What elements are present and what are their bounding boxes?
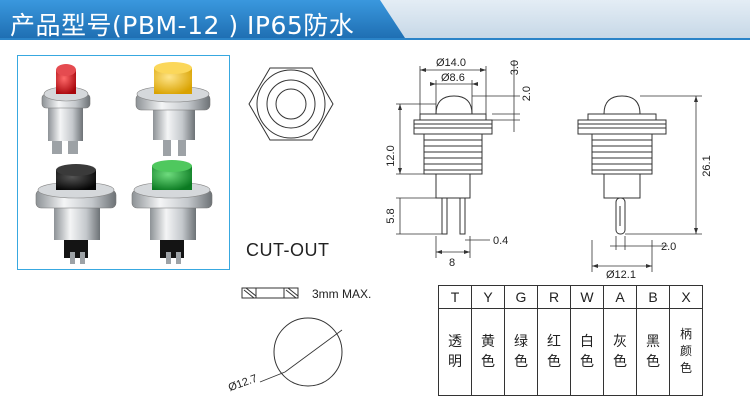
code-cell: X [669, 285, 703, 309]
dim-width-8: 8 [449, 257, 455, 269]
front-view-arrowheads [398, 68, 486, 254]
side-view-dimension-lines [591, 95, 702, 272]
dim-hole-12-7: Ø12.7 [227, 373, 259, 395]
code-cell: W [570, 285, 604, 309]
cutout-title: CUT-OUT [246, 240, 330, 260]
side-view-arrowheads [592, 96, 698, 268]
color-name-cell: 红色 [537, 308, 571, 396]
green-button-photo [131, 160, 213, 264]
color-name-cell: 黑色 [636, 308, 670, 396]
front-view-dimension-lines [396, 60, 520, 258]
color-code-table: T Y G R W A B X 透明 黄色 绿色 红色 白色 灰色 黑色 柄颜色 [438, 285, 703, 396]
top-view-hexagon [248, 67, 334, 141]
dim-height-3: 3.0 [509, 60, 521, 75]
dim-height-2: 2.0 [521, 86, 533, 101]
dim-thickness-0-4: 0.4 [493, 235, 508, 247]
header-background [0, 0, 750, 40]
side-view-drawing [577, 95, 667, 235]
color-name-row: 透明 黄色 绿色 红色 白色 灰色 黑色 柄颜色 [438, 308, 703, 396]
code-cell: Y [471, 285, 505, 309]
code-cell: R [537, 285, 571, 309]
dim-diameter-12-1: Ø12.1 [606, 269, 636, 281]
color-name-cell: 黄色 [471, 308, 505, 396]
cutout-max-thickness: 3mm MAX. [312, 287, 372, 301]
dim-height-12: 12.0 [385, 145, 397, 166]
red-button-photo [41, 64, 91, 154]
color-name-cell: 灰色 [603, 308, 637, 396]
code-cell: A [603, 285, 637, 309]
dim-diameter-8-6: Ø8.6 [441, 72, 465, 84]
dim-height-26-1: 26.1 [701, 155, 713, 176]
color-name-cell: 绿色 [504, 308, 538, 396]
dim-width-2: 2.0 [661, 241, 676, 253]
black-button-photo [35, 164, 117, 264]
cutout-section-drawing [241, 287, 343, 387]
front-view-drawing [413, 95, 493, 235]
code-cell: G [504, 285, 538, 309]
code-cell: T [438, 285, 472, 309]
dim-height-5-8: 5.8 [385, 208, 397, 223]
color-name-cell: 透明 [438, 308, 472, 396]
product-photo-frame [17, 55, 230, 270]
color-name-cell: 柄颜色 [669, 308, 703, 396]
yellow-button-photo [135, 62, 211, 156]
header-bar: 产品型号(PBM-12 ) IP65防水 [0, 0, 750, 44]
code-cell: B [636, 285, 670, 309]
color-name-cell: 白色 [570, 308, 604, 396]
cutout-leader [259, 329, 343, 383]
color-code-row: T Y G R W A B X [438, 285, 703, 309]
dim-diameter-14: Ø14.0 [436, 57, 466, 69]
page-title: 产品型号(PBM-12 ) IP65防水 [10, 11, 355, 40]
product-photo [35, 62, 213, 264]
